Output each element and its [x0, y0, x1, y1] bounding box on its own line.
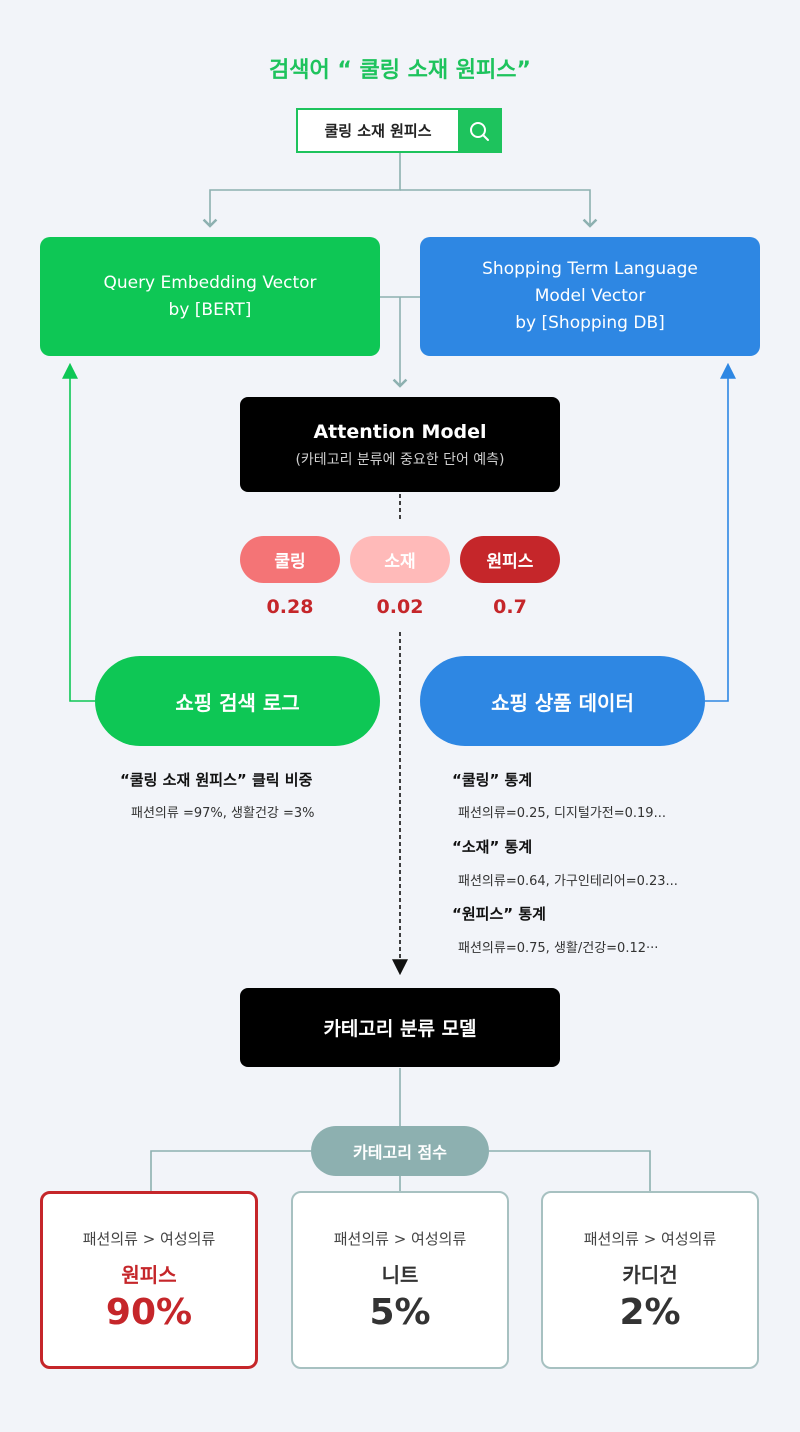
result-name: 니트 — [381, 1262, 419, 1287]
result-card-cardigan: 패션의류 > 여성의류 카디건 2% — [541, 1191, 759, 1369]
stat-title-material: “소재” 통계 — [452, 838, 533, 856]
result-path: 패션의류 > 여성의류 — [82, 1229, 216, 1248]
search-box[interactable]: 쿨링 소재 원피스 — [296, 108, 502, 153]
result-path: 패션의류 > 여성의류 — [583, 1229, 717, 1248]
search-button[interactable] — [458, 110, 500, 151]
query-line1: Query Embedding Vector — [103, 272, 317, 293]
stat-title-dress: “원피스” 통계 — [452, 905, 546, 923]
search-to-shopping-line — [400, 189, 598, 228]
token-score-cooling: 0.28 — [266, 596, 314, 618]
click-share-title: “쿨링 소재 원피스” 클릭 비중 — [120, 771, 313, 789]
stat-title-cooling: “쿨링” 통계 — [452, 771, 533, 789]
score-to-results-line — [150, 1150, 651, 1191]
token-pill-cooling: 쿨링 — [240, 536, 340, 583]
token-score-material: 0.02 — [376, 596, 424, 618]
product-to-shopping-line — [705, 362, 736, 702]
category-score-pill: 카테고리 점수 — [311, 1126, 489, 1176]
shopping-vector-box: Shopping Term Language Model Vector by [… — [420, 237, 760, 356]
search-to-query-line — [202, 153, 401, 228]
log-to-query-line — [62, 362, 95, 702]
query-embedding-box: Query Embedding Vector by [BERT] — [40, 237, 380, 356]
page-title: 검색어 “ 쿨링 소재 원피스” — [269, 58, 531, 83]
result-percent: 2% — [619, 1291, 681, 1333]
token-score-dress: 0.7 — [493, 596, 527, 618]
result-percent: 90% — [105, 1291, 193, 1333]
shopping-line1: Shopping Term Language — [482, 259, 698, 279]
search-log-capsule: 쇼핑 검색 로그 — [95, 656, 380, 746]
stat-detail-material: 패션의류=0.64, 가구인테리어=0.23... — [458, 874, 678, 889]
category-model-box: 카테고리 분류 모델 — [240, 988, 560, 1067]
search-query[interactable]: 쿨링 소재 원피스 — [324, 122, 432, 140]
result-name: 카디건 — [622, 1262, 678, 1287]
click-share-detail: 패션의류 =97%, 생활건강 =3% — [131, 806, 315, 821]
stat-detail-dress: 패션의류=0.75, 생활/건강=0.12··· — [458, 941, 659, 956]
shopping-line2: Model Vector — [534, 286, 646, 306]
result-card-knit: 패션의류 > 여성의류 니트 5% — [291, 1191, 509, 1369]
search-icon — [470, 121, 489, 141]
result-path: 패션의류 > 여성의류 — [333, 1229, 467, 1248]
attention-subtitle: (카테고리 분류에 중요한 단어 예측) — [295, 451, 505, 468]
query-line2: by [BERT] — [168, 299, 252, 320]
shopping-line3: by [Shopping DB] — [515, 313, 665, 333]
product-data-capsule: 쇼핑 상품 데이터 — [420, 656, 705, 746]
result-percent: 5% — [369, 1291, 431, 1333]
result-name: 원피스 — [121, 1262, 177, 1287]
attention-model-box: Attention Model (카테고리 분류에 중요한 단어 예측) — [240, 397, 560, 492]
token-pill-material: 소재 — [350, 536, 450, 583]
token-pill-dress: 원피스 — [460, 536, 560, 583]
result-card-dress: 패션의류 > 여성의류 원피스 90% — [40, 1191, 258, 1369]
attention-title: Attention Model — [313, 420, 487, 443]
stat-detail-cooling: 패션의류=0.25, 디지털가전=0.19... — [458, 806, 666, 821]
